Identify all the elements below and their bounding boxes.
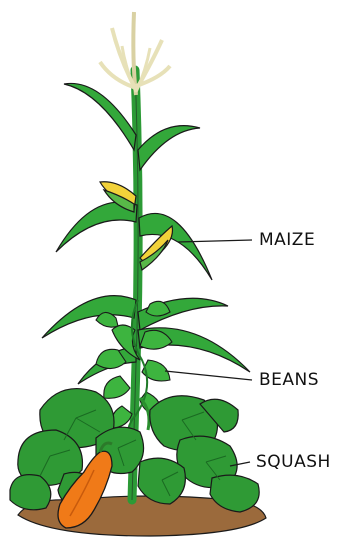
squash-label: SQUASH xyxy=(256,452,331,472)
maize-label: MAIZE xyxy=(259,230,315,250)
beans-leader xyxy=(165,371,252,380)
maize-tassel xyxy=(100,12,170,95)
beans-label: BEANS xyxy=(259,370,319,390)
